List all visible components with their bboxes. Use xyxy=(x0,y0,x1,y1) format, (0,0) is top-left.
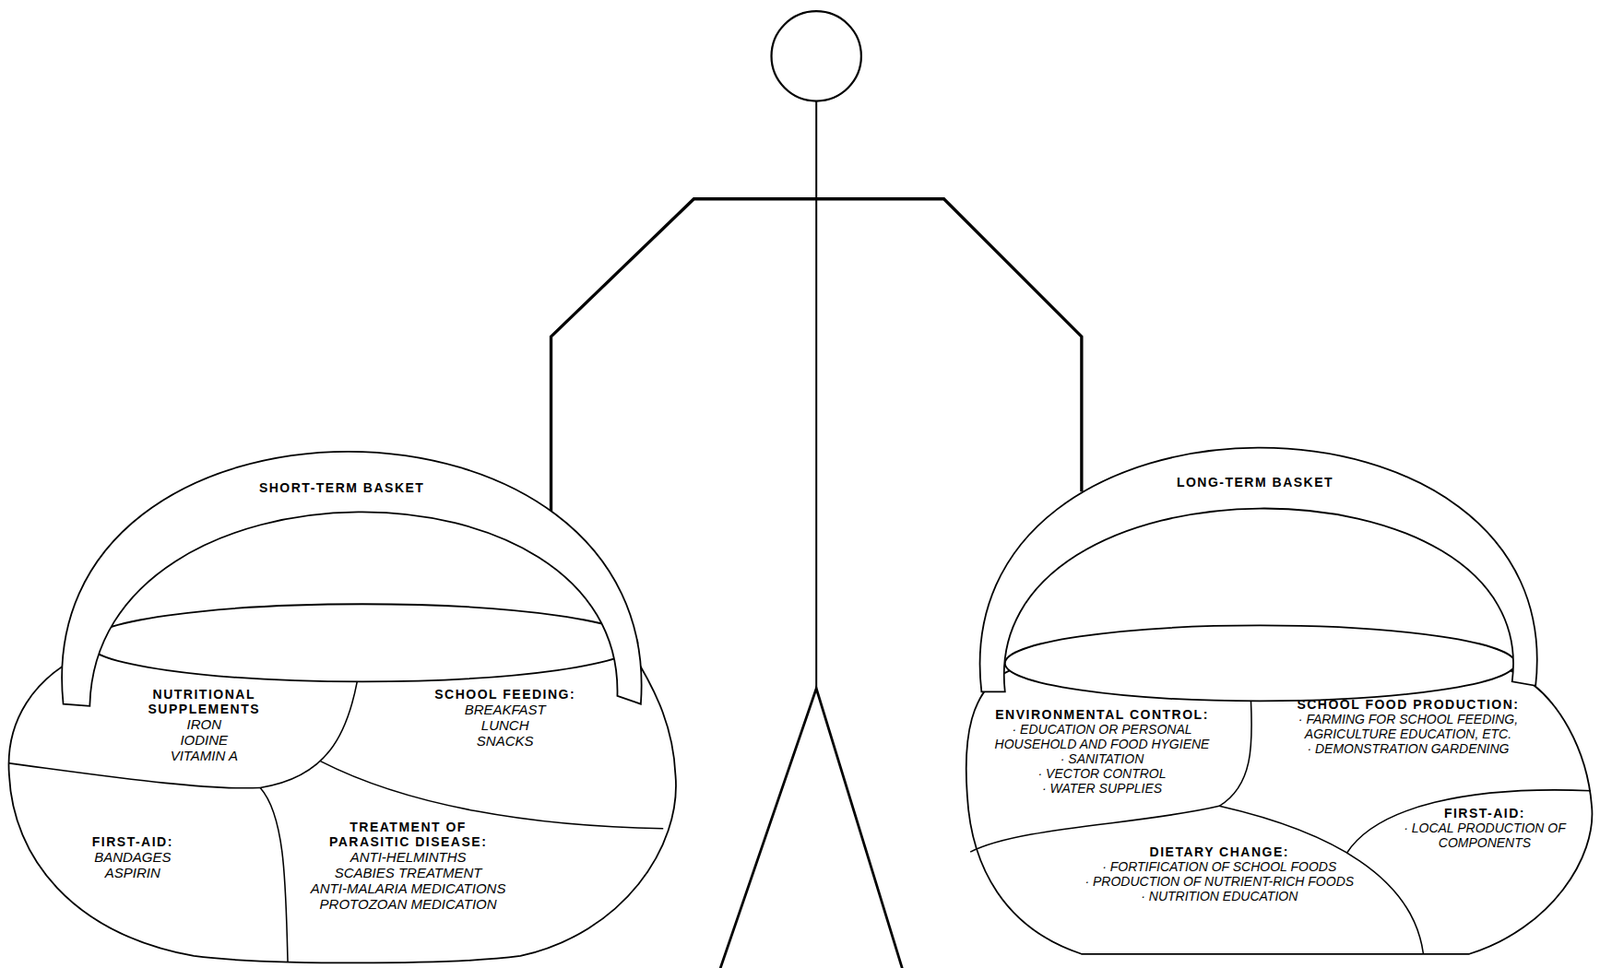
section-item: VITAMIN A xyxy=(170,747,238,764)
section-heading: TREATMENT OF PARASITIC DISEASE: xyxy=(320,819,497,850)
section-item: IODINE xyxy=(179,732,228,748)
section-item: BREAKFAST xyxy=(464,701,546,718)
basket-section: SCHOOL FOOD PRODUCTION:· FARMING FOR SCH… xyxy=(1283,697,1533,757)
section-item: · WATER SUPPLIES xyxy=(1042,781,1162,796)
section-item: · SANITATION xyxy=(1060,751,1144,767)
figure-arms xyxy=(551,199,1082,519)
section-item: LUNCH xyxy=(481,717,530,734)
basket-section: NUTRITIONAL SUPPLEMENTSIRONIODINEVITAMIN… xyxy=(134,687,273,765)
section-heading: FIRST-AID: xyxy=(1444,805,1526,821)
section-heading: SCHOOL FOOD PRODUCTION: xyxy=(1296,697,1519,712)
section-heading: DIETARY CHANGE: xyxy=(1149,844,1290,860)
basket-section: FIRST-AID:· LOCAL PRODUCTION OF COMPONEN… xyxy=(1392,805,1577,851)
section-heading: FIRST-AID: xyxy=(92,834,174,850)
basket-label: LONG-TERM BASKET xyxy=(1176,474,1334,490)
basket-section: ENVIRONMENTAL CONTROL:· EDUCATION OR PER… xyxy=(981,707,1223,797)
basket-section: SCHOOL FEEDING:BREAKFASTLUNCHSNACKS xyxy=(434,687,576,750)
basket-node: LONG-TERM BASKETENVIRONMENTAL CONTROL:· … xyxy=(959,438,1600,968)
section-item: · NUTRITION EDUCATION xyxy=(1140,888,1298,904)
figure-legs xyxy=(719,688,903,968)
section-item: · DEMONSTRATION GARDENING xyxy=(1306,741,1509,757)
basket-node: SHORT-TERM BASKET NUTRITIONAL SUPPLEMENTS… xyxy=(0,438,687,968)
basket-label: SHORT-TERM BASKET xyxy=(259,480,426,496)
section-item: IRON xyxy=(187,716,223,733)
section-item: PROTOZOAN MEDICATION xyxy=(320,896,498,913)
section-item: · PRODUCTION OF NUTRIENT-RICH FOODS xyxy=(1084,874,1354,889)
section-item: · EDUCATION OR PERSONAL HOUSEHOLD AND FO… xyxy=(981,722,1223,752)
basket-section: FIRST-AID:BANDAGESASPIRIN xyxy=(92,834,174,882)
figure-body xyxy=(815,101,818,689)
section-item: · VECTOR CONTROL xyxy=(1038,766,1167,782)
basket-section: TREATMENT OF PARASITIC DISEASE:ANTI-HELM… xyxy=(310,819,507,913)
section-item: SNACKS xyxy=(476,733,534,749)
section-item: ANTI-HELMINTHS xyxy=(350,849,467,866)
section-item: · FARMING FOR SCHOOL FEEDING, AGRICULTUR… xyxy=(1283,711,1533,742)
figure-head xyxy=(771,11,862,101)
section-heading: NUTRITIONAL SUPPLEMENTS xyxy=(134,687,273,717)
section-item: SCABIES TREATMENT xyxy=(334,865,483,881)
section-heading: SCHOOL FEEDING: xyxy=(434,687,576,702)
section-heading: ENVIRONMENTAL CONTROL: xyxy=(995,707,1209,723)
section-item: ANTI-MALARIA MEDICATIONS xyxy=(310,880,507,897)
basket-section: DIETARY CHANGE:· FORTIFICATION OF SCHOOL… xyxy=(1084,844,1354,904)
section-item: · FORTIFICATION OF SCHOOL FOODS xyxy=(1102,859,1337,875)
section-item: · LOCAL PRODUCTION OF COMPONENTS xyxy=(1392,820,1577,851)
section-item: BANDAGES xyxy=(94,849,171,866)
section-item: ASPIRIN xyxy=(105,865,161,881)
